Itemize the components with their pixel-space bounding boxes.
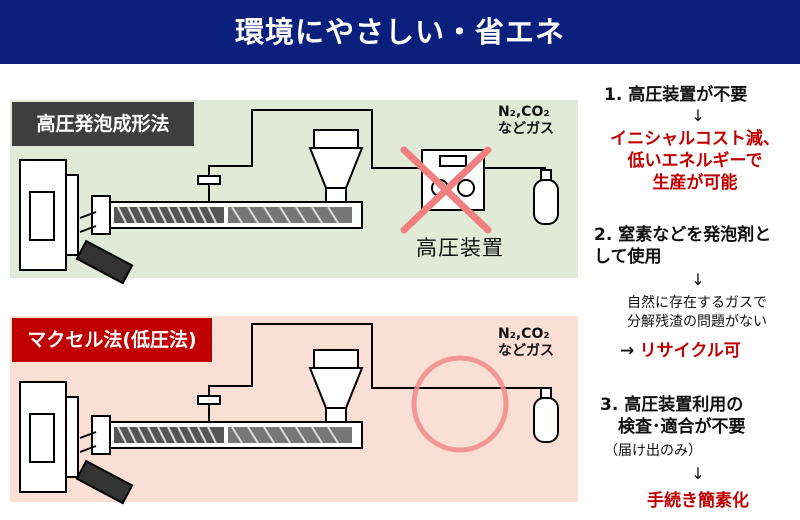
benefit-3-note: （届け出のみ） — [604, 443, 702, 459]
benefit-3-title-line1: 3. 高圧装置利用の — [600, 395, 744, 415]
down-arrow-icon: ↓ — [691, 270, 705, 289]
benefit-2-result-text: リサイクル可 — [639, 341, 741, 361]
mold-block — [19, 381, 67, 493]
benefit-2-note-line1: 自然に存在するガスで — [627, 295, 767, 311]
hopper — [308, 147, 364, 189]
benefit-3-title-line2: 検査･適合が不要 — [618, 417, 746, 437]
down-arrow-icon: ↓ — [691, 106, 705, 125]
benefit-1-result-line2: 低いエネルギーで — [627, 151, 763, 171]
down-arrow-icon: ↓ — [691, 464, 705, 483]
maxell-method-label: マクセル法(低圧法) — [12, 318, 212, 362]
gas-cylinder — [533, 179, 559, 225]
benefit-2-title-line1: 2. 窒素などを発泡剤と — [594, 225, 772, 245]
bottom-injection-machine — [19, 323, 559, 505]
gas-label-top: N₂,CO₂ などガス — [498, 104, 578, 138]
gas-label-line1: N₂,CO₂ — [498, 104, 550, 120]
gas-label-bottom: N₂,CO₂ などガス — [498, 326, 578, 360]
benefit-2-title: 2. 窒素などを発泡剤と して使用 — [594, 224, 798, 268]
header-bar: 環境にやさしい・省エネ — [0, 0, 800, 64]
page-title: 環境にやさしい・省エネ — [234, 15, 565, 49]
cross-mark-icon — [400, 146, 492, 234]
benefit-2-result: → リサイクル可 — [620, 340, 790, 362]
gas-label-line2: などガス — [498, 343, 554, 359]
right-arrow-icon: → — [620, 341, 635, 361]
benefit-3-result: 手続き簡素化 — [647, 491, 749, 511]
ok-circle-icon — [411, 355, 509, 453]
screw — [114, 427, 224, 443]
screw — [114, 207, 224, 223]
hopper — [308, 367, 364, 409]
benefit-2-note-line2: 分解残渣の問題がない — [627, 314, 767, 330]
benefit-2-title-line2: して使用 — [594, 247, 662, 267]
benefit-2-note: 自然に存在するガスで 分解残渣の問題がない — [596, 294, 798, 332]
benefit-1-title: 1. 高圧装置が不要 — [604, 85, 748, 105]
benefit-3-title: 3. 高圧装置利用の 検査･適合が不要 — [600, 394, 798, 438]
high-pressure-method-label: 高圧発泡成形法 — [12, 102, 194, 146]
benefit-1-result: イニシャルコスト減、 低いエネルギーで 生産が可能 — [592, 128, 798, 194]
high-pressure-device-label: 高圧装置 — [416, 236, 504, 260]
gas-label-line2: などガス — [498, 121, 554, 137]
gas-label-line1: N₂,CO₂ — [498, 326, 550, 342]
benefit-1-result-line1: イニシャルコスト減、 — [610, 129, 780, 149]
top-injection-machine — [19, 109, 559, 285]
benefit-1-result-line3: 生産が可能 — [652, 173, 738, 193]
gas-cylinder — [533, 397, 559, 443]
